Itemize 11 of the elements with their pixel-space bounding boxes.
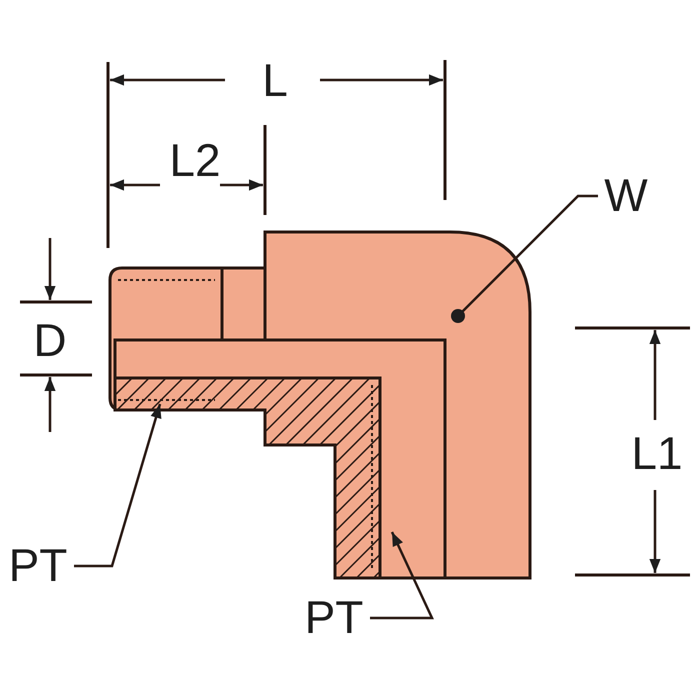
callout-label: PT [2, 540, 74, 590]
leader-line [451, 194, 598, 323]
callout-label: PT [298, 592, 370, 642]
dimension-label: L [261, 55, 289, 105]
callout-label: W [598, 170, 654, 220]
elbow-fitting-drawing [108, 230, 532, 580]
dimension-label: L1 [630, 428, 684, 478]
dimension-label: D [32, 315, 68, 365]
leader-line [370, 531, 434, 620]
dimension-label: L2 [168, 135, 222, 185]
leader-line [74, 404, 162, 568]
